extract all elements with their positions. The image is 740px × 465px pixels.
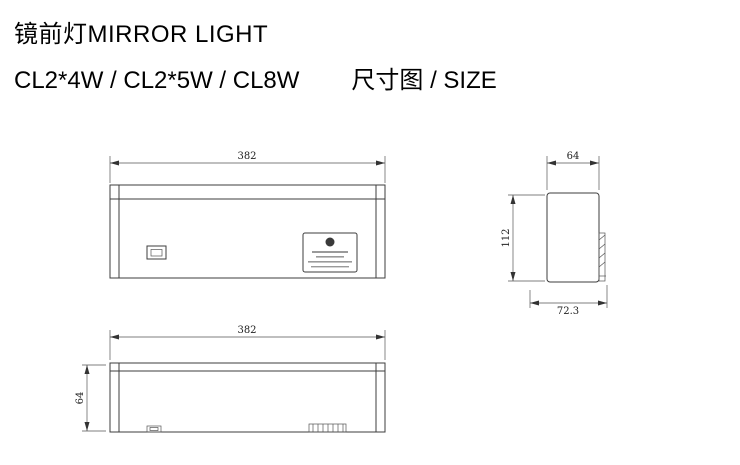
terminal-block	[308, 423, 347, 433]
side-height-dimension: 112	[501, 194, 545, 282]
title-line2: CL2*4W / CL2*5W / CL8W 尺寸图 / SIZE	[14, 60, 497, 95]
side-width-dimension: 64	[546, 151, 600, 190]
bottom-depth-dimension: 64	[75, 364, 106, 432]
brand-logo-icon	[325, 237, 335, 247]
front-body	[109, 184, 386, 279]
bottom-width-value: 382	[237, 325, 256, 336]
product-label-sticker	[302, 232, 358, 273]
side-body	[546, 192, 600, 283]
size-title: 尺寸图 / SIZE	[351, 67, 497, 94]
side-view: 64 112	[501, 151, 608, 317]
side-height-value: 112	[501, 228, 512, 247]
product-title: 镜前灯MIRROR LIGHT	[14, 21, 269, 48]
side-width-value: 64	[567, 151, 580, 162]
bottom-body	[109, 362, 386, 433]
front-width-value: 382	[237, 151, 256, 162]
front-width-dimension: 382	[109, 151, 386, 183]
side-depth-dimension: 72.3	[529, 285, 608, 317]
switch	[146, 245, 167, 260]
bottom-depth-value: 64	[75, 392, 86, 405]
front-view: 382	[109, 151, 386, 279]
mounting-clip	[598, 232, 606, 282]
side-depth-value: 72.3	[557, 306, 579, 317]
model-list: CL2*4W / CL2*5W / CL8W	[14, 67, 300, 94]
bottom-width-dimension: 382	[109, 325, 386, 360]
bottom-view: 382 64	[75, 325, 386, 433]
power-connector	[146, 425, 162, 433]
